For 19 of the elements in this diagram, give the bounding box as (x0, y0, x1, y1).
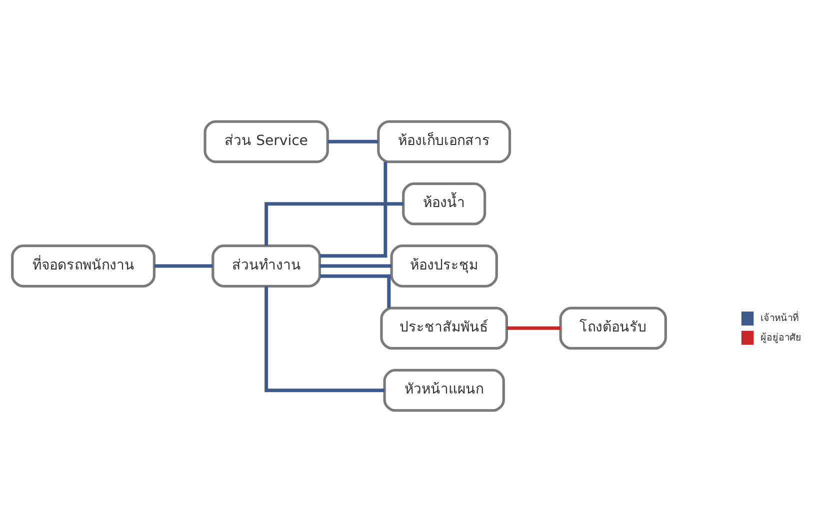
connector (264, 202, 404, 246)
connector (328, 140, 378, 144)
node-box: ห้องประชุม (390, 244, 498, 288)
connector (320, 274, 391, 308)
node-box: หัวหน้าแผนก (383, 368, 505, 412)
connector (320, 162, 388, 258)
node-box: ประชาสัมพันธ์ (380, 306, 508, 350)
node-box: ที่จอดรถพนักงาน (11, 244, 156, 288)
node-box: ห้องน้ำ (402, 182, 486, 226)
connector (320, 264, 392, 268)
connector (154, 264, 213, 268)
node-box: ส่วนทำงาน (212, 244, 322, 288)
node-box: ห้องเก็บเอกสาร (377, 120, 512, 164)
connector (264, 286, 384, 392)
legend-label: เจ้าหน้าที่ (760, 312, 799, 324)
connector (506, 326, 560, 330)
legend-label: ผู้อยู่อาศัย (760, 332, 802, 344)
node-box: ส่วน Service (204, 120, 329, 164)
node-box: โถงต้อนรับ (559, 306, 667, 350)
